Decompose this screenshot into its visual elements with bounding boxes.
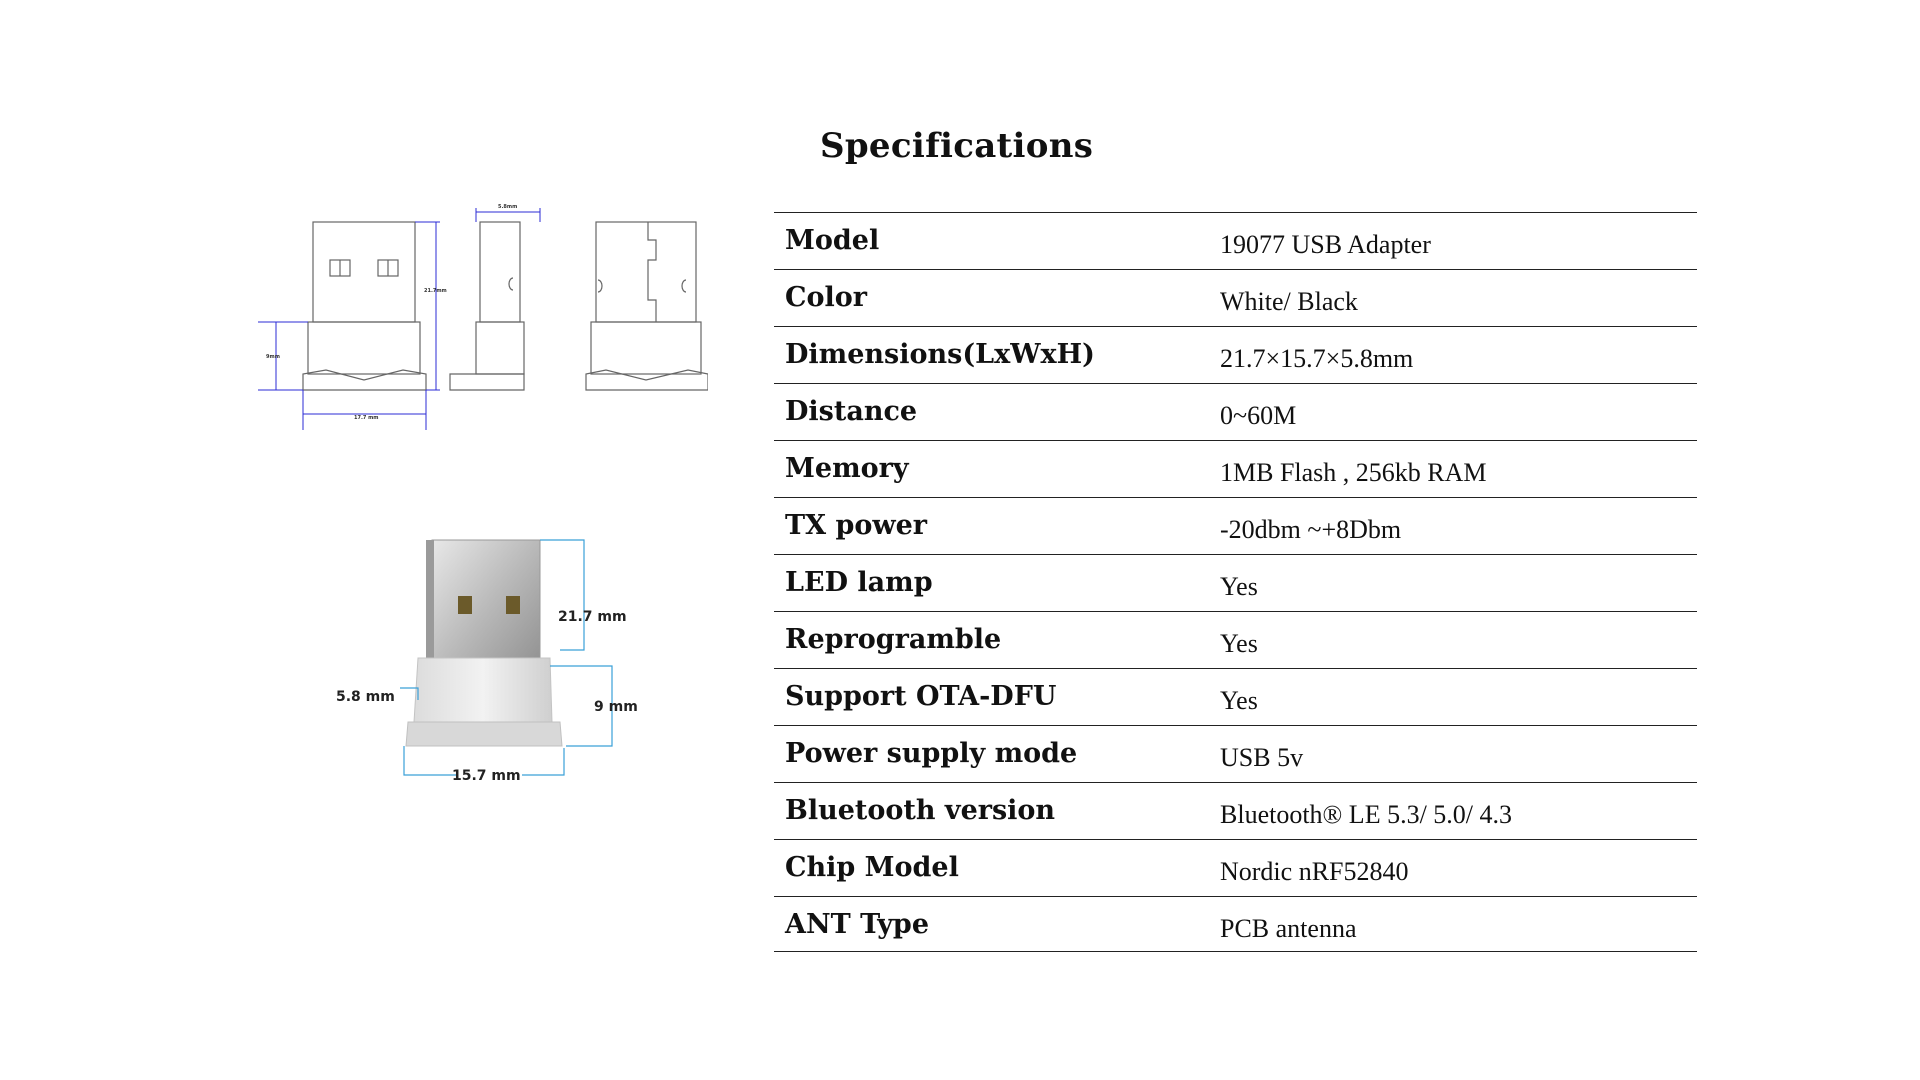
specifications-table: Model 19077 USB Adapter Color White/ Bla… — [774, 212, 1697, 952]
spec-label: Support OTA-DFU — [785, 681, 1057, 712]
table-row: Bluetooth version Bluetooth® LE 5.3/ 5.0… — [774, 783, 1697, 840]
spec-value: Yes — [1220, 629, 1258, 658]
drawing-height-label: 9mm — [266, 354, 280, 360]
table-row: ANT Type PCB antenna — [774, 897, 1697, 952]
spec-label: Power supply mode — [785, 738, 1078, 769]
spec-label: Distance — [785, 396, 918, 427]
spec-label: Bluetooth version — [785, 795, 1056, 826]
spec-label: Memory — [785, 453, 909, 484]
spec-value: USB 5v — [1220, 743, 1304, 772]
spec-value: Yes — [1220, 572, 1258, 601]
spec-value: 21.7×15.7×5.8mm — [1220, 344, 1414, 373]
drawing-length-label: 21.7mm — [424, 288, 447, 294]
spec-value: 0~60M — [1220, 401, 1297, 430]
table-row: Distance 0~60M — [774, 384, 1697, 441]
usb-contact-right — [506, 596, 520, 614]
drawing-front-body — [307, 321, 421, 375]
table-row: Dimensions(LxWxH) 21.7×15.7×5.8mm — [774, 327, 1697, 384]
photo-height-label: 9 mm — [594, 699, 638, 715]
spec-label: Color — [785, 282, 867, 313]
table-row: Support OTA-DFU Yes — [774, 669, 1697, 726]
table-row: Chip Model Nordic nRF52840 — [774, 840, 1697, 897]
spec-label: ANT Type — [785, 909, 929, 940]
spec-value: -20dbm ~+8Dbm — [1220, 515, 1402, 544]
spec-label: Chip Model — [785, 852, 959, 883]
spec-value: White/ Black — [1220, 287, 1358, 316]
photo-length-label: 21.7 mm — [558, 609, 627, 625]
spec-value: Nordic nRF52840 — [1220, 857, 1409, 886]
drawing-front-connector — [312, 221, 416, 323]
spec-label: LED lamp — [785, 567, 933, 598]
table-row: Model 19077 USB Adapter — [774, 213, 1697, 270]
technical-drawing: 21.7mm 9mm 17.7 mm 5.8mm — [258, 204, 708, 430]
spec-value: Yes — [1220, 686, 1258, 715]
spec-value: PCB antenna — [1220, 914, 1357, 943]
drawing-thickness-label: 5.8mm — [498, 204, 517, 210]
table-row: TX power -20dbm ~+8Dbm — [774, 498, 1697, 555]
table-row: LED lamp Yes — [774, 555, 1697, 612]
photo-thickness-label: 5.8 mm — [336, 689, 395, 705]
table-row: Color White/ Black — [774, 270, 1697, 327]
spec-label: TX power — [785, 510, 927, 541]
page-title: Specifications — [820, 126, 1094, 166]
table-row: Reprogramble Yes — [774, 612, 1697, 669]
drawing-width-label: 17.7 mm — [354, 415, 379, 421]
drawing-back-connector — [595, 221, 697, 323]
table-row: Power supply mode USB 5v — [774, 726, 1697, 783]
spec-label: Dimensions(LxWxH) — [785, 339, 1095, 370]
product-photo: 21.7 mm 5.8 mm 9 mm 15.7 mm — [336, 539, 638, 784]
usb-connector — [431, 539, 541, 681]
adapter-body — [413, 657, 553, 723]
photo-width-label: 15.7 mm — [452, 768, 521, 784]
usb-contact-left — [458, 596, 472, 614]
spec-value: Bluetooth® LE 5.3/ 5.0/ 4.3 — [1220, 800, 1513, 829]
drawing-side-connector — [479, 221, 521, 323]
spec-value: 1MB Flash , 256kb RAM — [1220, 458, 1487, 487]
spec-label: Model — [785, 225, 880, 256]
table-row: Memory 1MB Flash , 256kb RAM — [774, 441, 1697, 498]
spec-value: 19077 USB Adapter — [1220, 230, 1431, 259]
spec-label: Reprogramble — [785, 624, 1002, 655]
